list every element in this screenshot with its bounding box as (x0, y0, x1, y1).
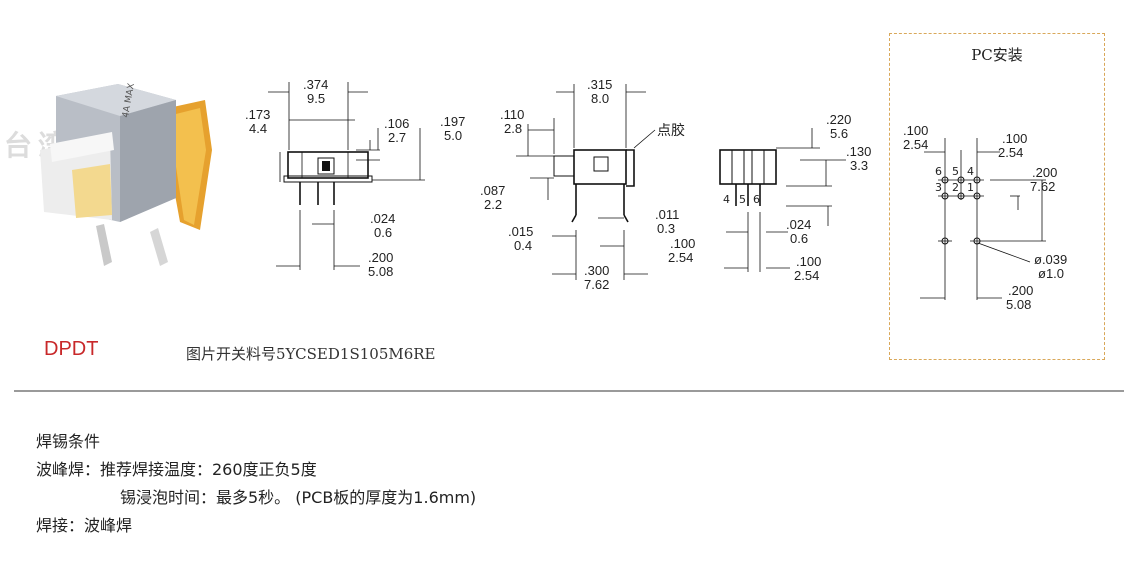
dim-pc-5: .200 (1032, 165, 1057, 180)
dim-side-8: 5.0 (444, 128, 462, 143)
solder-heading: 焊锡条件 (36, 432, 101, 451)
dim-pc-1: .100 (903, 123, 928, 138)
solder-wave-line: 波峰焊：推荐焊接温度：260度正负5度 (36, 460, 317, 479)
end-pin-4: 4 (723, 193, 730, 206)
dim-side-2: 9.5 (307, 91, 325, 106)
dim-pc-10: 5.08 (1006, 297, 1031, 312)
dim-front-11: .100 (670, 236, 695, 251)
pc-mount-pattern: 6 5 4 3 2 1 .100 2.54 .100 2.54 .200 7.6… (903, 123, 1067, 312)
dim-pc-4: 2.54 (998, 145, 1023, 160)
dim-front-13: .300 (584, 263, 609, 278)
end-pin-6: 6 (753, 193, 760, 206)
side-view: .374 9.5 .173 4.4 .106 2.7 .197 5.0 .024… (245, 77, 465, 279)
dim-side-3: .173 (245, 107, 270, 122)
end-pin-5: 5 (739, 193, 746, 206)
front-view: .315 8.0 .110 2.8 .087 2.2 .015 0.4 .011… (480, 77, 695, 292)
part-number-label: 图片开关料号5YCSED1S105M6RE (186, 345, 436, 363)
dim-end-4: 3.3 (850, 158, 868, 173)
pc-pin-5: 5 (952, 165, 959, 178)
solder-method-line: 焊接：波峰焊 (36, 516, 133, 535)
section-divider (14, 390, 1124, 392)
dim-side-1: .374 (303, 77, 328, 92)
dim-pc-9: .200 (1008, 283, 1033, 298)
pc-mount-title: PC安装 (971, 46, 1023, 64)
dim-pc-6: 7.62 (1030, 179, 1055, 194)
dim-pc-8: ø1.0 (1038, 266, 1064, 281)
dim-side-12: 5.08 (368, 264, 393, 279)
product-photo: 4A MAX (40, 82, 212, 266)
pc-pin-2: 2 (952, 181, 959, 194)
end-view: 4 5 6 .220 5.6 .130 3.3 .024 0.6 .100 2.… (719, 112, 871, 283)
dim-side-6: 2.7 (388, 130, 406, 145)
pc-mount-frame: PC安装 (889, 33, 1105, 360)
dim-front-4: 2.8 (504, 121, 522, 136)
glue-label: 点胶 (657, 122, 685, 139)
dim-front-3: .110 (500, 107, 524, 122)
switch-type-label: DPDT (44, 338, 99, 360)
dim-front-5: .087 (480, 183, 505, 198)
dim-side-4: 4.4 (249, 121, 267, 136)
dim-side-5: .106 (384, 116, 409, 131)
pc-pin-3: 3 (935, 181, 942, 194)
dim-front-8: 0.4 (514, 238, 532, 253)
dim-front-12: 2.54 (668, 250, 693, 265)
pc-pin-6: 6 (935, 165, 942, 178)
dim-front-7: .015 (508, 224, 533, 239)
dim-pc-7: ø.039 (1034, 252, 1067, 267)
dim-end-8: 2.54 (794, 268, 819, 283)
dim-pc-3: .100 (1002, 131, 1027, 146)
dim-end-6: 0.6 (790, 231, 808, 246)
dim-end-3: .130 (846, 144, 871, 159)
dim-front-10: 0.3 (657, 221, 675, 236)
dim-end-2: 5.6 (830, 126, 848, 141)
dim-front-9: .011 (655, 207, 679, 222)
dim-side-10: 0.6 (374, 225, 392, 240)
dim-front-2: 8.0 (591, 91, 609, 106)
dim-side-11: .200 (368, 250, 393, 265)
pc-pin-4: 4 (967, 165, 974, 178)
dim-front-6: 2.2 (484, 197, 502, 212)
dim-end-1: .220 (826, 112, 851, 127)
dim-side-7: .197 (440, 114, 465, 129)
dim-side-9: .024 (370, 211, 395, 226)
dim-end-5: .024 (786, 217, 811, 232)
technical-drawing: 4A MAX .374 9.5 .173 4.4 .106 2.7 (40, 77, 1067, 312)
pc-pin-1: 1 (967, 181, 974, 194)
solder-dip-line: 锡浸泡时间：最多5秒。 (PCB板的厚度为1.6mm) (120, 488, 477, 507)
dim-front-14: 7.62 (584, 277, 609, 292)
dim-end-7: .100 (796, 254, 821, 269)
dim-front-1: .315 (587, 77, 612, 92)
dim-pc-2: 2.54 (903, 137, 928, 152)
